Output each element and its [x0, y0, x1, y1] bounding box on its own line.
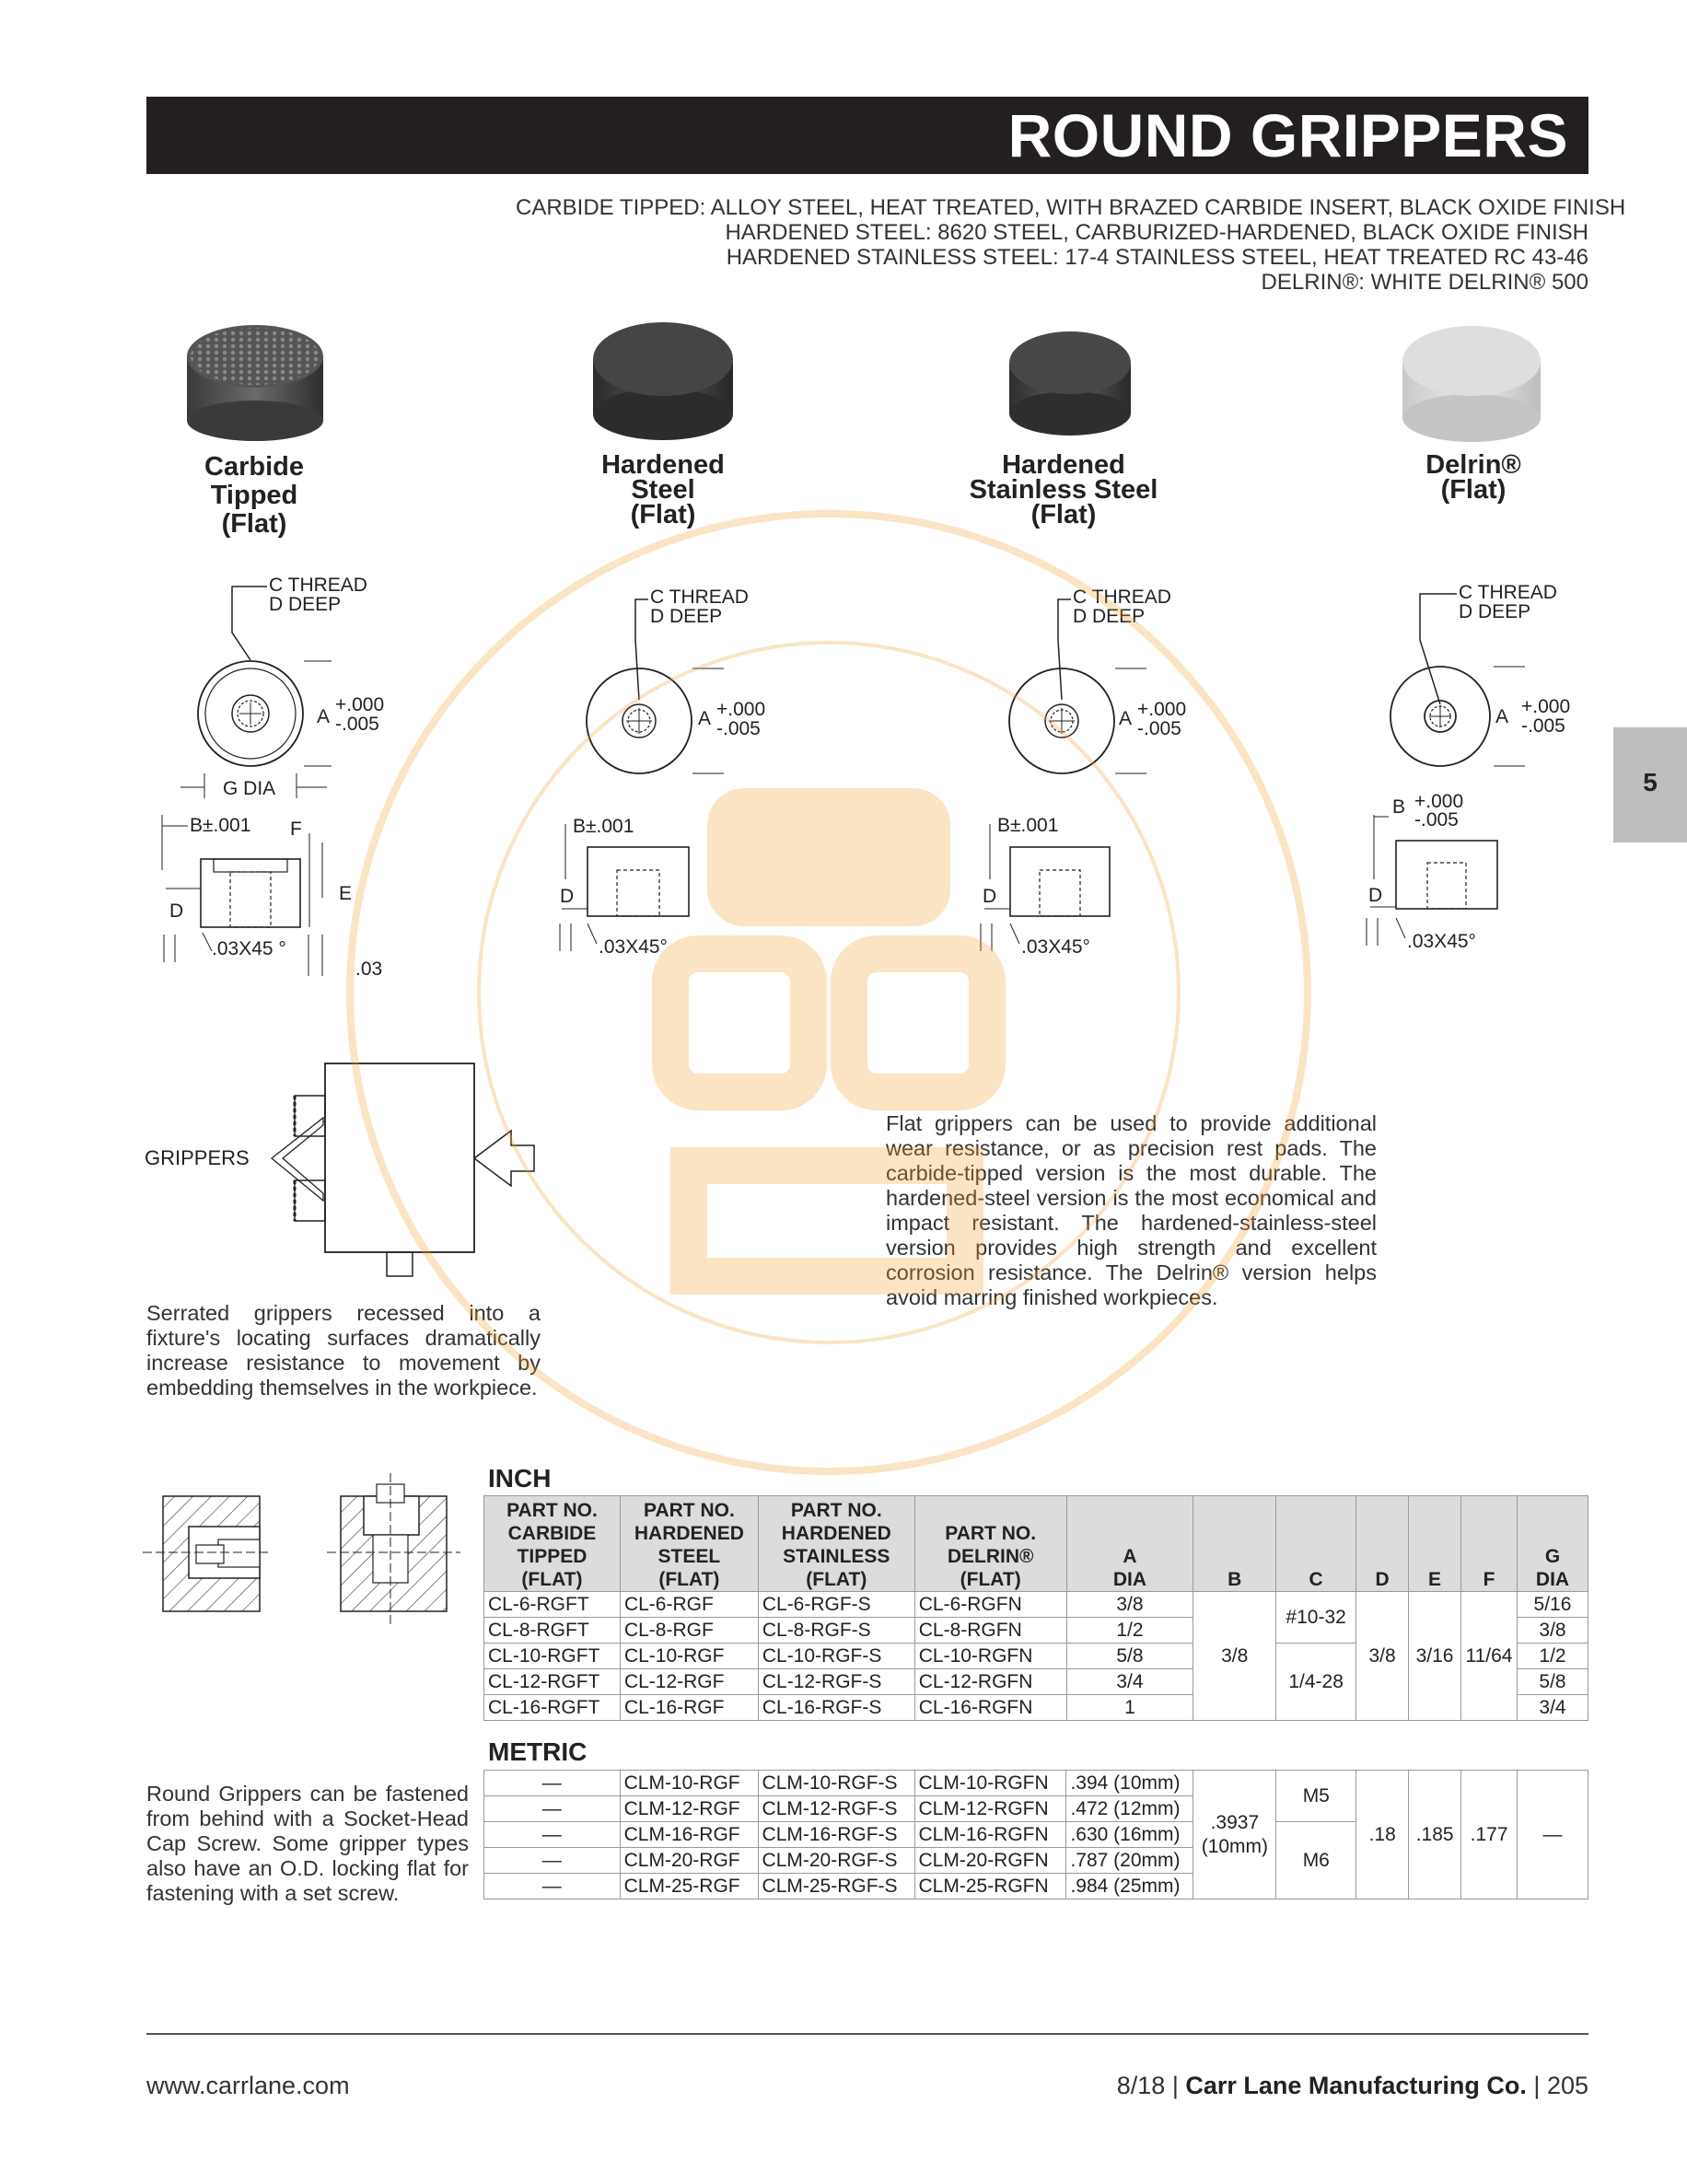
svg-text:A: A [317, 706, 330, 727]
svg-text:C THREAD: C THREAD [1459, 582, 1557, 603]
svg-text:+.000: +.000 [335, 694, 384, 715]
svg-text:-.005: -.005 [1521, 715, 1565, 737]
table-row: CL-12-RGFT CL-12-RGF CL-12-RGF-S CL-12-R… [483, 1668, 1589, 1695]
inch-heading: INCH [488, 1464, 552, 1493]
svg-text:+.000: +.000 [716, 699, 765, 720]
footer-company: Carr Lane Manufacturing Co. [1185, 2072, 1527, 2099]
caption-carbide: Carbide Tipped (Flat) [204, 452, 304, 539]
svg-text:-.005: -.005 [716, 718, 761, 739]
header-delrin: PART NO.DELRIN®(FLAT) [913, 1495, 1067, 1592]
svg-text:D DEEP: D DEEP [1073, 606, 1145, 627]
material-specs: CARBIDE TIPPED: ALLOY STEEL, HEAT TREATE… [516, 195, 1626, 295]
svg-text:.03X45°: .03X45° [599, 936, 668, 958]
svg-text:.03X45°: .03X45° [1407, 931, 1476, 952]
svg-text:D: D [983, 886, 996, 907]
svg-text:D: D [560, 886, 574, 907]
svg-text:G DIA: G DIA [223, 778, 275, 799]
svg-text:+.000: +.000 [1521, 696, 1570, 717]
header-b: B [1193, 1495, 1277, 1592]
delrin-dimension-drawing: C THREAD D DEEP A +.000 -.005 B +.000 -.… [1366, 582, 1570, 952]
table-row: — CLM-20-RGF CLM-20-RGF-S CLM-20-RGFN .7… [483, 1847, 1588, 1874]
flat-description: Flat grippers can be used to provide add… [886, 1111, 1377, 1309]
svg-text:C THREAD: C THREAD [1073, 587, 1171, 608]
svg-text:.03X45°: .03X45° [1021, 936, 1090, 958]
svg-text:+.000: +.000 [1137, 699, 1186, 720]
table-row: — CLM-16-RGF CLM-16-RGF-S CLM-16-RGFN .6… [483, 1821, 1588, 1899]
footer-separator: | [1533, 2072, 1541, 2099]
carbide-gripper-photo [187, 325, 323, 441]
svg-text:F: F [290, 819, 302, 840]
delrin-gripper-photo [1402, 326, 1541, 442]
page-title: ROUND GRIPPERS [1007, 101, 1568, 169]
caption-stainless: Hardened Stainless Steel (Flat) [969, 450, 1158, 529]
svg-text:D: D [169, 900, 183, 922]
material-line: CARBIDE TIPPED: ALLOY STEEL, HEAT TREATE… [516, 195, 1626, 220]
fastening-description: Round Grippers can be fastened from behi… [146, 1782, 469, 1905]
caption-hardened-steel: Hardened Steel (Flat) [601, 450, 725, 529]
fixture-gripper-diagram: GRIPPERS [145, 1063, 535, 1277]
footer-url[interactable]: www.carrlane.com [146, 2072, 350, 2099]
svg-text:B±.001: B±.001 [190, 815, 250, 836]
caption-delrin: Delrin® (Flat) [1425, 450, 1521, 505]
svg-text:+.000: +.000 [1414, 791, 1463, 812]
stainless-dimension-drawing: C THREAD D DEEP A +.000 -.005 B±.001 D .… [980, 587, 1186, 958]
footer-date: 8/18 [1116, 2072, 1166, 2099]
svg-text:E: E [339, 883, 352, 904]
svg-text:GRIPPERS: GRIPPERS [145, 1146, 250, 1169]
metric-heading: METRIC [488, 1737, 588, 1766]
svg-text:-.005: -.005 [1137, 718, 1181, 739]
section-tab: 5 [1613, 727, 1687, 842]
hardened-steel-gripper-photo [593, 322, 733, 440]
svg-text:-.005: -.005 [1414, 809, 1459, 831]
carbide-dimension-drawing: C THREAD D DEEP A +.000 -.005 G DIA B±.0… [161, 575, 384, 976]
header-d: D [1355, 1495, 1410, 1592]
header-e: E [1408, 1495, 1461, 1592]
stainless-gripper-photo [1009, 331, 1131, 436]
footer-info: 8/18 | Carr Lane Manufacturing Co. | 205 [1117, 2072, 1588, 2100]
svg-text:D DEEP: D DEEP [1459, 601, 1530, 622]
header-c: C [1275, 1495, 1357, 1592]
footer-rule [146, 2033, 1588, 2035]
table-row: — CLM-25-RGF CLM-25-RGF-S CLM-25-RGFN .9… [483, 1873, 1588, 1899]
svg-text:B±.001: B±.001 [997, 815, 1058, 836]
table-row: CL-16-RGFT CL-16-RGF CL-16-RGF-S CL-16-R… [483, 1694, 1589, 1721]
svg-text:B: B [1392, 796, 1405, 818]
metric-spec-table: — CLM-10-RGF CLM-10-RGF-S CLM-10-RGFN .3… [483, 1770, 1588, 1899]
svg-text:B±.001: B±.001 [573, 816, 634, 837]
hardened-steel-dimension-drawing: C THREAD D DEEP A +.000 -.005 B±.001 D .… [559, 587, 765, 958]
material-line: HARDENED STEEL: 8620 STEEL, CARBURIZED-H… [725, 220, 1588, 245]
material-line: HARDENED STAINLESS STEEL: 17-4 STAINLESS… [726, 245, 1588, 270]
page-number: 205 [1546, 2072, 1588, 2099]
svg-text:A: A [1119, 708, 1132, 729]
svg-text:D: D [1368, 885, 1382, 906]
table-row: CL-8-RGFT CL-8-RGF CL-8-RGF-S CL-8-RGFN … [483, 1617, 1589, 1644]
svg-text:C THREAD: C THREAD [650, 587, 749, 608]
table-row: CL-6-RGFT CL-6-RGF CL-6-RGF-S CL-6-RGFN … [483, 1591, 1589, 1721]
svg-text:A: A [1495, 706, 1508, 727]
svg-text:.03X45 °: .03X45 ° [212, 938, 286, 959]
serrated-description: Serrated grippers recessed into a fixtur… [146, 1301, 541, 1400]
svg-text:-.005: -.005 [335, 714, 379, 735]
footer-separator: | [1171, 2072, 1179, 2099]
mounting-section-drawing [143, 1473, 460, 1625]
header-f: F [1460, 1495, 1518, 1592]
material-line: DELRIN®: WHITE DELRIN® 500 [1261, 270, 1588, 295]
svg-text:D DEEP: D DEEP [269, 594, 341, 615]
table-row: — CLM-10-RGF CLM-10-RGF-S CLM-10-RGFN .3… [483, 1770, 1588, 1899]
title-banner: ROUND GRIPPERS [146, 97, 1588, 174]
table-row: — CLM-12-RGF CLM-12-RGF-S CLM-12-RGFN .4… [483, 1795, 1588, 1822]
svg-text:D DEEP: D DEEP [650, 606, 722, 627]
svg-text:A: A [698, 708, 711, 729]
svg-text:C THREAD: C THREAD [269, 575, 367, 596]
svg-text:.03: .03 [355, 958, 382, 976]
